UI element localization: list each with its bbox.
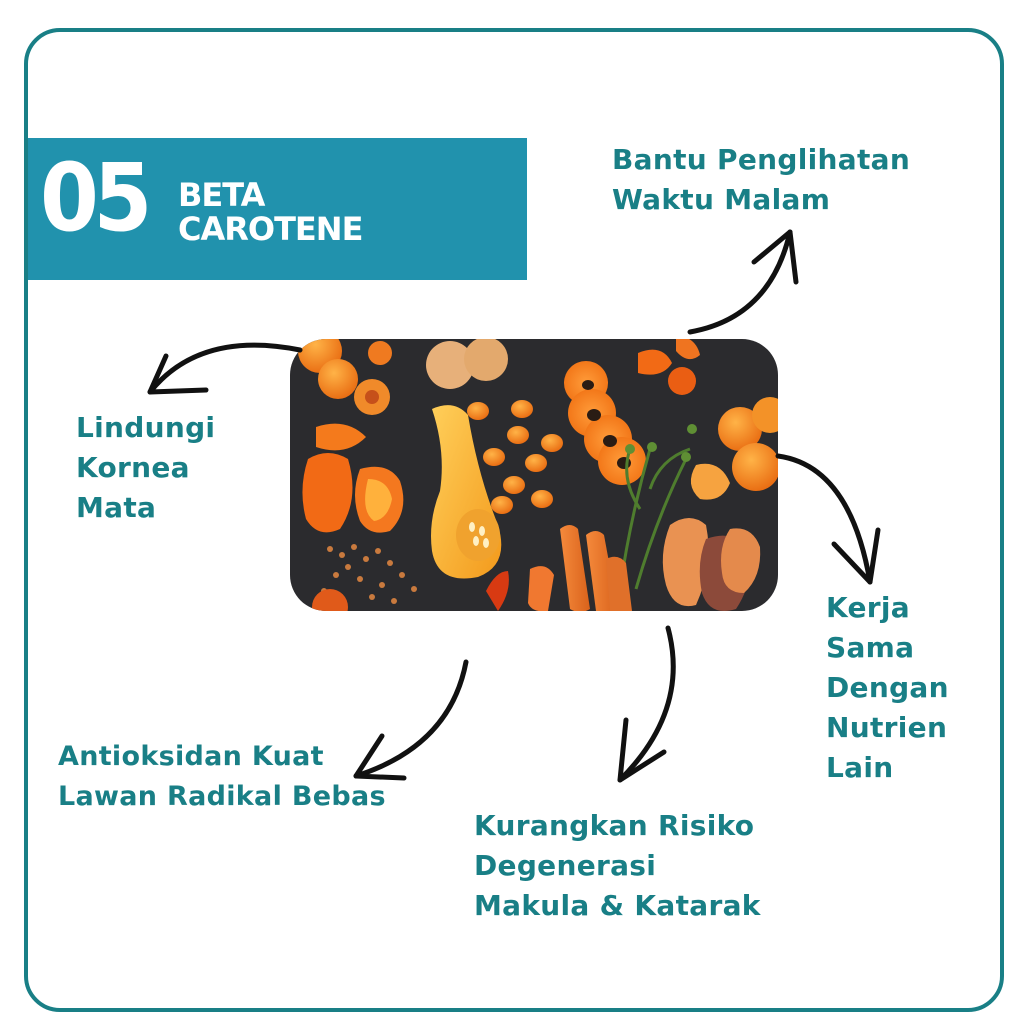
arrow-cornea-head <box>147 353 209 395</box>
label-macular-line-2: Degenerasi <box>474 849 657 882</box>
label-cornea-line-2: Kornea <box>76 451 190 484</box>
orange-vegetables-photo <box>290 339 778 611</box>
arrow-macular <box>617 625 676 783</box>
banner-number: 05 <box>40 144 152 253</box>
label-macular-line-1: Kurangkan Risiko <box>474 809 755 842</box>
arrow-night-vision-head <box>751 229 799 285</box>
arrow-macular-head <box>617 717 667 783</box>
arrow-nutrients <box>775 453 873 585</box>
arrow-antioxidant-head <box>353 733 407 781</box>
label-antioxidant: Antioksidan Kuat Lawan Radikal Bebas <box>58 737 386 817</box>
banner-title-line-1: BETA <box>178 176 265 214</box>
label-cornea: Lindungi Kornea Mata <box>76 408 215 528</box>
label-antioxidant-line-1: Antioksidan Kuat <box>58 741 324 772</box>
label-cornea-line-3: Mata <box>76 491 157 524</box>
label-nutrients-line-5: Lain <box>826 751 894 784</box>
label-nutrients-line-1: Kerja <box>826 591 910 624</box>
label-nutrients-line-3: Dengan <box>826 671 949 704</box>
label-antioxidant-line-2: Lawan Radikal Bebas <box>58 781 386 812</box>
label-macular-line-3: Makula & Katarak <box>474 889 761 922</box>
label-nutrients-line-2: Sama <box>826 631 915 664</box>
label-night-vision-line-2: Waktu Malam <box>612 183 831 216</box>
label-macular: Kurangkan Risiko Degenerasi Makula & Kat… <box>474 806 761 926</box>
title-banner <box>28 138 527 280</box>
arrow-night-vision <box>687 229 793 335</box>
label-nutrients: Kerja Sama Dengan Nutrien Lain <box>826 588 949 788</box>
arrow-antioxidant <box>353 659 469 779</box>
label-night-vision-line-1: Bantu Penglihatan <box>612 143 911 176</box>
banner-title-line-2: CAROTENE <box>178 210 363 248</box>
label-nutrients-line-4: Nutrien <box>826 711 948 744</box>
vegetables-illustration <box>290 339 778 611</box>
arrow-nutrients-head <box>831 527 881 585</box>
arrow-cornea <box>147 342 303 395</box>
banner-title: BETA CAROTENE <box>178 176 363 248</box>
label-cornea-line-1: Lindungi <box>76 411 216 444</box>
label-night-vision: Bantu Penglihatan Waktu Malam <box>612 140 910 220</box>
